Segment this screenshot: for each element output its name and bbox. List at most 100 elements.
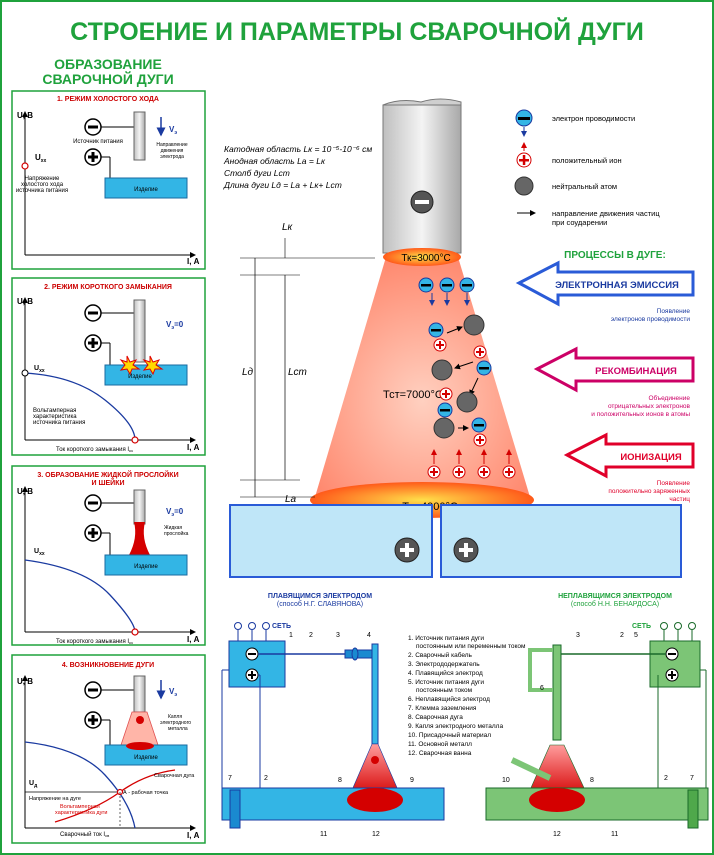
tk-label: Тк=3000°С xyxy=(401,253,450,264)
panel-2-v-label: Vэ=0 xyxy=(166,320,184,331)
right-n6: 6 xyxy=(540,685,544,692)
panel-2-x-label: I, А xyxy=(187,443,200,452)
recombination-label: РЕКОМБИНАЦИЯ xyxy=(595,366,677,377)
legend-electron: электрон проводимости xyxy=(552,114,635,123)
right-n3: 3 xyxy=(576,632,580,639)
panel-2-char-2: характеристика xyxy=(33,414,77,420)
right-electrode-holder xyxy=(552,644,562,741)
list-item: 9. Капля электродного металла xyxy=(408,723,503,730)
ioniz-desc-1: Появление xyxy=(657,480,691,487)
panel-3-y-label: U, В xyxy=(17,487,33,496)
list-item: 5. Источник питания дуги xyxy=(408,679,484,686)
processes-title: ПРОЦЕССЫ В ДУГЕ: xyxy=(564,250,666,261)
formula-3: Столб дуги Lст xyxy=(224,168,290,178)
right-n7: 7 xyxy=(690,775,694,782)
left-n9: 9 xyxy=(410,777,414,784)
right-base-metal xyxy=(485,787,709,821)
panel-4-weld-current: Сварочный ток Iсв xyxy=(60,831,109,838)
right-scheme-title-1: НЕПЛАВЯЩИМСЯ ЭЛЕКТРОДОМ xyxy=(558,593,672,600)
panel-2-uxx-point xyxy=(21,369,29,377)
left-power-source xyxy=(228,640,286,688)
list-item: 1. Источник питания дуги xyxy=(408,635,484,642)
panel-1-char-2: холостого хода xyxy=(21,182,64,188)
panel-2-y-label: U, В xyxy=(17,297,33,306)
legend-ion: положительный ион xyxy=(552,156,622,165)
panel-4-work-label: Изделие xyxy=(134,755,158,761)
cathode-spot xyxy=(383,248,461,266)
emission-label: ЭЛЕКТРОННАЯ ЭМИССИЯ xyxy=(555,280,679,291)
list-item: 2. Сварочный кабель xyxy=(408,651,473,659)
panel-4-y-label: U, В xyxy=(17,677,33,686)
formula-1: Катодная область Lк = 10⁻⁵-10⁻⁶ см xyxy=(224,144,372,154)
ionization-label: ИОНИЗАЦИЯ xyxy=(620,452,681,463)
ionization-particles xyxy=(427,449,516,479)
panel-2-short-label: Ток короткого замыкания Iкз xyxy=(56,447,133,453)
panel-2-uxx: Uхх xyxy=(34,365,45,374)
left-n11: 11 xyxy=(320,831,327,838)
emission-arrow xyxy=(515,260,695,307)
recombination-particles xyxy=(428,314,492,447)
panel-3-title-2: И ШЕЙКИ xyxy=(91,478,124,487)
left-section-title-2: СВАРОЧНОЙ ДУГИ xyxy=(42,70,173,87)
lst-label: Lст xyxy=(288,367,307,378)
left-n3: 3 xyxy=(336,632,340,639)
left-consumable-electrode xyxy=(371,643,379,745)
right-weld-pool xyxy=(529,788,585,812)
panel-4-drop xyxy=(136,716,144,724)
ionization-arrow xyxy=(563,432,695,479)
panel-3-isc-point xyxy=(131,628,139,636)
panel-4-vac-curve xyxy=(24,741,136,829)
panel-4-drop-2: электродного xyxy=(160,720,191,726)
list-item: 10. Присадочный материал xyxy=(408,731,491,739)
panel-1-dir-2: движения xyxy=(161,148,184,154)
list-item: постоянным или переменным током xyxy=(416,643,526,650)
right-n12: 12 xyxy=(553,831,561,838)
formula-4: Длина дуги Lд = Lа + Lк+ Lст xyxy=(223,180,342,190)
panel-3-electrode xyxy=(133,489,146,525)
right-n10: 10 xyxy=(502,777,510,784)
right-n2b: 2 xyxy=(664,775,668,782)
panel-1-work-label: Изделие xyxy=(134,187,158,193)
left-n12: 12 xyxy=(372,831,380,838)
right-net-label: СЕТЬ xyxy=(632,623,651,630)
left-scheme-title-2: (способ Н.Г. СЛАВЯНОВА) xyxy=(277,600,363,608)
panel-1-y-label: U, В xyxy=(17,111,33,120)
left-n7: 7 xyxy=(228,775,232,782)
right-n5: 5 xyxy=(634,632,638,639)
panel-4-electrode xyxy=(133,675,146,713)
panel-4-arc-voltage: Напряжение на дуге xyxy=(29,796,81,802)
panel-idle-mode: 1. РЕЖИМ ХОЛОСТОГО ХОДА U, В I, А Uхх На… xyxy=(11,90,206,270)
panel-3-title-1: 3. ОБРАЗОВАНИЕ ЖИДКОЙ ПРОСЛОЙКИ xyxy=(37,470,178,479)
legend: электрон проводимости положительный ион … xyxy=(514,109,660,227)
emission-desc-1: Появление xyxy=(657,308,691,315)
main-electrode xyxy=(382,104,462,254)
list-item: 12. Сварочная ванна xyxy=(408,750,472,757)
ioniz-desc-2: положительно заряженных xyxy=(608,488,690,495)
right-scheme-title-2: (способ Н.Н. БЕНАРДОСА) xyxy=(571,600,659,608)
non-consumable-electrode-scheme: НЕПЛАВЯЩИМСЯ ЭЛЕКТРОДОМ (способ Н.Н. БЕН… xyxy=(485,593,709,838)
list-item: постоянным током xyxy=(416,687,473,694)
panel-3-layer-1: Жидкая xyxy=(164,525,182,531)
left-section-title-1: ОБРАЗОВАНИЕ xyxy=(54,56,162,72)
left-n2: 2 xyxy=(309,632,313,639)
panel-4-arc-char-1: Вольтамперная xyxy=(60,804,100,810)
panel-4-arc-label: Сварочная дуга xyxy=(154,773,195,779)
panel-1-x-label: I, А xyxy=(187,257,200,266)
recomb-desc-3: и положительных ионов в атомы xyxy=(591,411,690,418)
panel-short-circuit: 2. РЕЖИМ КОРОТКОГО ЗАМЫКАНИЯ U, В I, А U… xyxy=(11,277,206,456)
panel-2-title: 2. РЕЖИМ КОРОТКОГО ЗАМЫКАНИЯ xyxy=(44,284,172,291)
la-label: Lа xyxy=(285,494,297,505)
panel-1-source-label: Источник питания xyxy=(73,139,123,145)
panel-2-vac-curve xyxy=(24,372,136,441)
panel-3-v-label: Vэ=0 xyxy=(166,507,184,518)
list-item: 6. Неплавящийся электрод xyxy=(408,695,490,703)
recomb-desc-1: Объединение xyxy=(648,394,690,402)
panel-1-uxx: Uхх xyxy=(35,153,47,164)
right-filler-rod xyxy=(510,757,552,781)
panel-1-char-1: Напряжение xyxy=(25,176,60,182)
processes: ПРОЦЕССЫ В ДУГЕ: ЭЛЕКТРОННАЯ ЭМИССИЯ Поя… xyxy=(515,250,695,503)
panel-1-char-3: источника питания xyxy=(16,188,68,194)
